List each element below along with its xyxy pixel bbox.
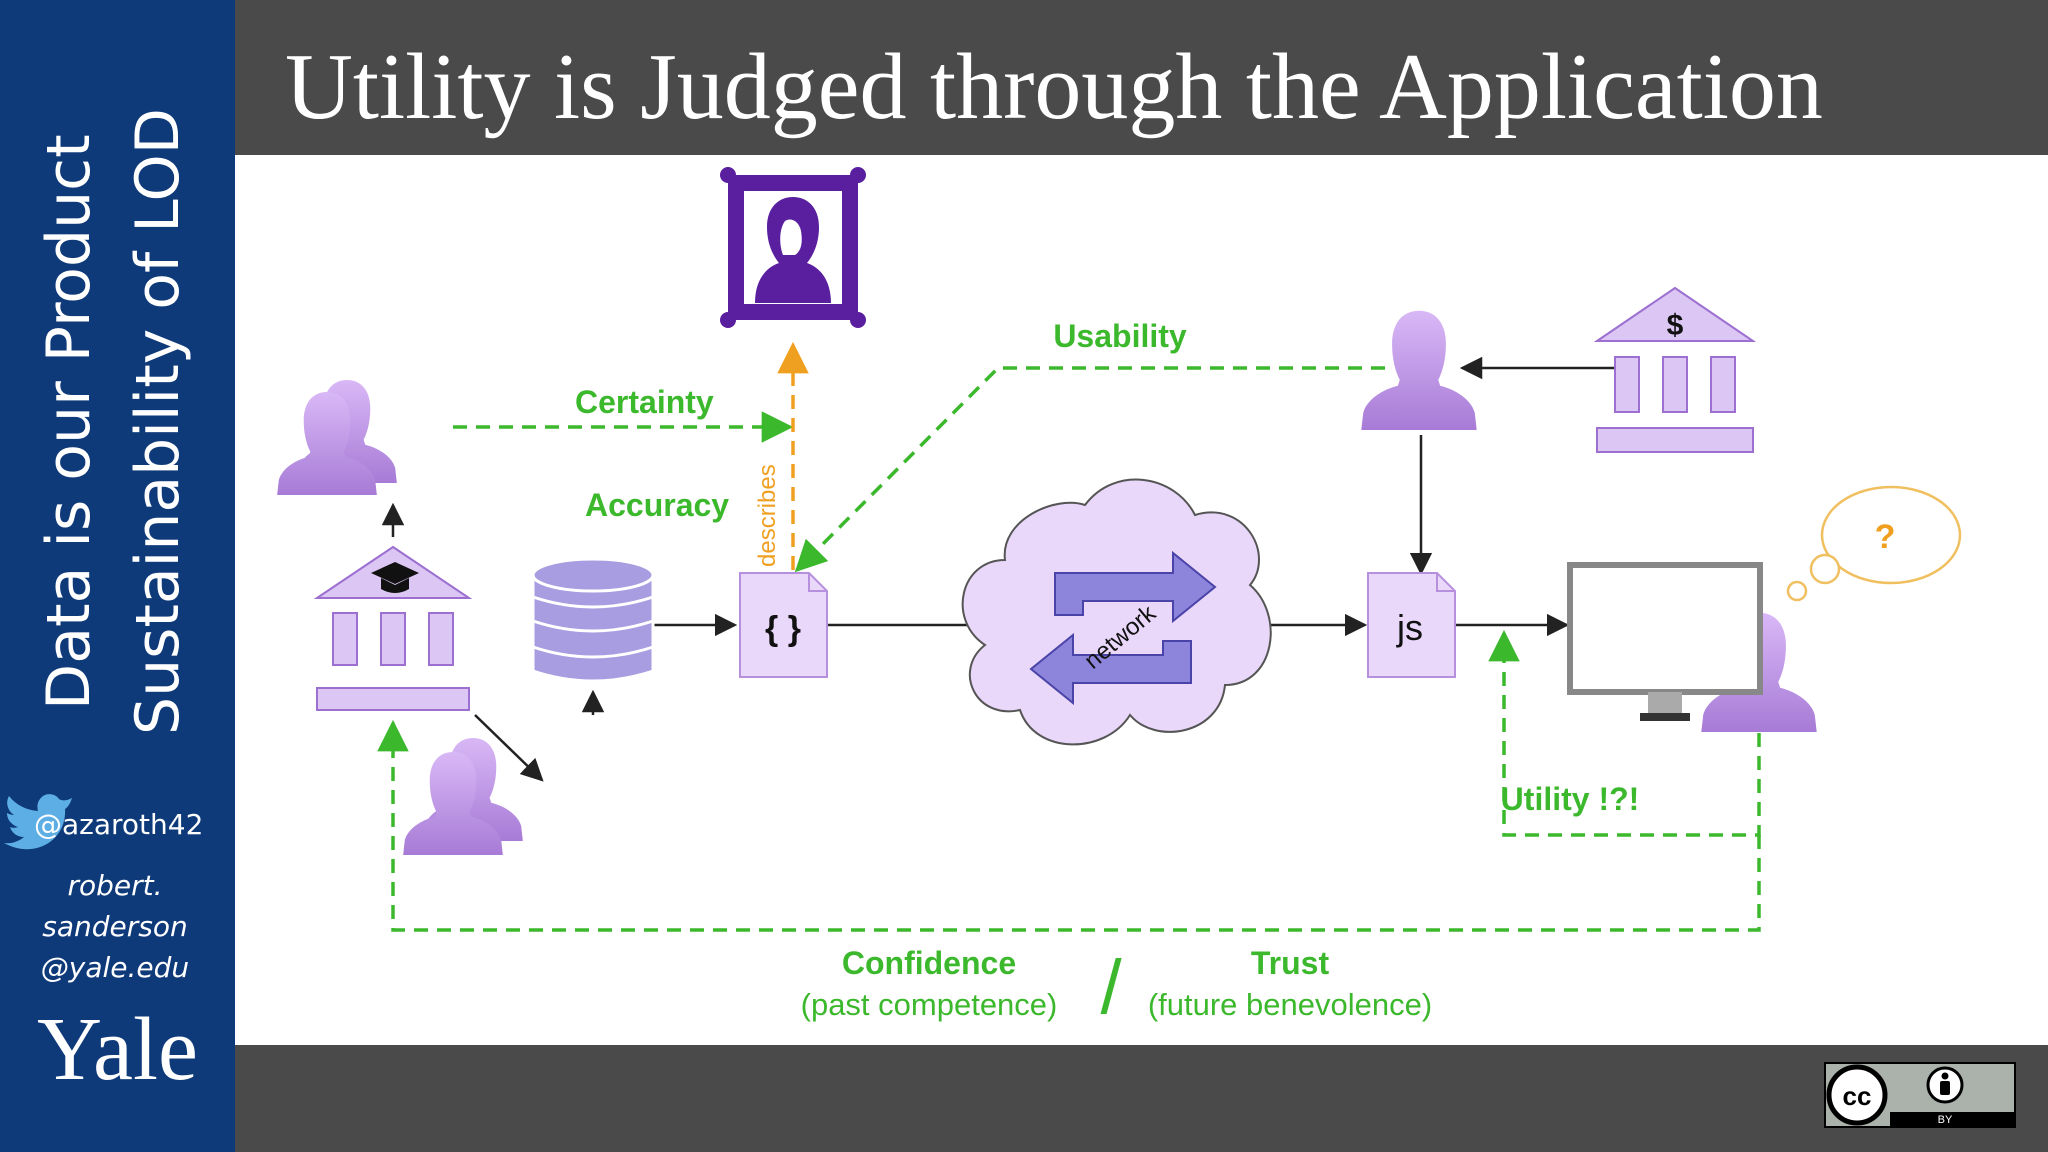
js-file-icon xyxy=(1367,572,1456,678)
portrait-frame-icon xyxy=(720,167,866,328)
email-line: robert. xyxy=(67,869,163,902)
confidence-trust-arrow xyxy=(377,719,1761,932)
cc-by-badge[interactable]: cc BY xyxy=(1824,1062,2016,1128)
trust-subtitle: (future benevolence) xyxy=(1148,987,1432,1022)
network-cloud-icon xyxy=(961,478,1272,746)
flow-arrows xyxy=(377,366,1761,932)
slash-separator: / xyxy=(1100,945,1122,1030)
sync-arrows-icon xyxy=(1029,550,1217,706)
certainty-label: Certainty xyxy=(575,384,714,420)
attribution-icon xyxy=(1926,1066,1964,1104)
sidebar: Data is our Product Sustainability of LO… xyxy=(0,0,235,1152)
university-building-icon xyxy=(313,545,473,711)
monitor-icon xyxy=(1567,562,1763,721)
twitter-handle[interactable]: @azaroth42 xyxy=(34,808,204,841)
json-file-label: { } xyxy=(765,610,801,648)
author-email[interactable]: robert. sanderson @yale.edu xyxy=(20,865,210,988)
data-flow-arrows xyxy=(381,356,1617,782)
utility-diagram: $ { } js network ? Certainty Accurac xyxy=(277,167,1962,1030)
person-group-icon xyxy=(277,379,397,495)
confidence-label: Confidence xyxy=(842,945,1016,981)
title-bar: Utility is Judged through the Applicatio… xyxy=(235,0,2048,155)
diagram-area: $ { } js network ? Certainty Accurac xyxy=(235,155,2048,1045)
utility-arrow xyxy=(1488,629,1761,837)
svg-text:cc: cc xyxy=(1843,1081,1872,1111)
slide-title: Utility is Judged through the Applicatio… xyxy=(285,35,1823,139)
twitter-bird-icon xyxy=(4,794,72,850)
cc-icon: cc xyxy=(1826,1064,1888,1126)
by-label: BY xyxy=(1938,1114,1953,1126)
question-mark: ? xyxy=(1875,518,1896,556)
trust-label: Trust xyxy=(1251,945,1330,981)
deck-subtitle: Sustainability of LOD xyxy=(123,108,193,735)
thought-bubble-icon xyxy=(1786,485,1962,602)
graduation-cap-icon xyxy=(371,562,419,593)
email-line: @yale.edu xyxy=(40,951,190,984)
deck-title: Data is our Product xyxy=(34,134,104,710)
developer-person-icon xyxy=(1361,310,1477,430)
json-file-icon xyxy=(739,572,828,678)
yale-logo: Yale xyxy=(37,1000,198,1099)
confidence-subtitle: (past competence) xyxy=(801,987,1058,1022)
person-group-icon xyxy=(403,737,523,855)
usability-arrow xyxy=(794,366,1385,573)
database-icon xyxy=(531,557,655,683)
usability-label: Usability xyxy=(1053,318,1187,354)
dollar-sign-icon: $ xyxy=(1667,309,1684,342)
js-file-label: js xyxy=(1396,607,1423,648)
describes-label: describes xyxy=(754,464,781,567)
bank-building-icon xyxy=(1593,286,1757,453)
utility-label: Utility !?! xyxy=(1501,781,1640,817)
email-line: sanderson xyxy=(42,910,188,943)
accuracy-label: Accuracy xyxy=(585,487,729,523)
